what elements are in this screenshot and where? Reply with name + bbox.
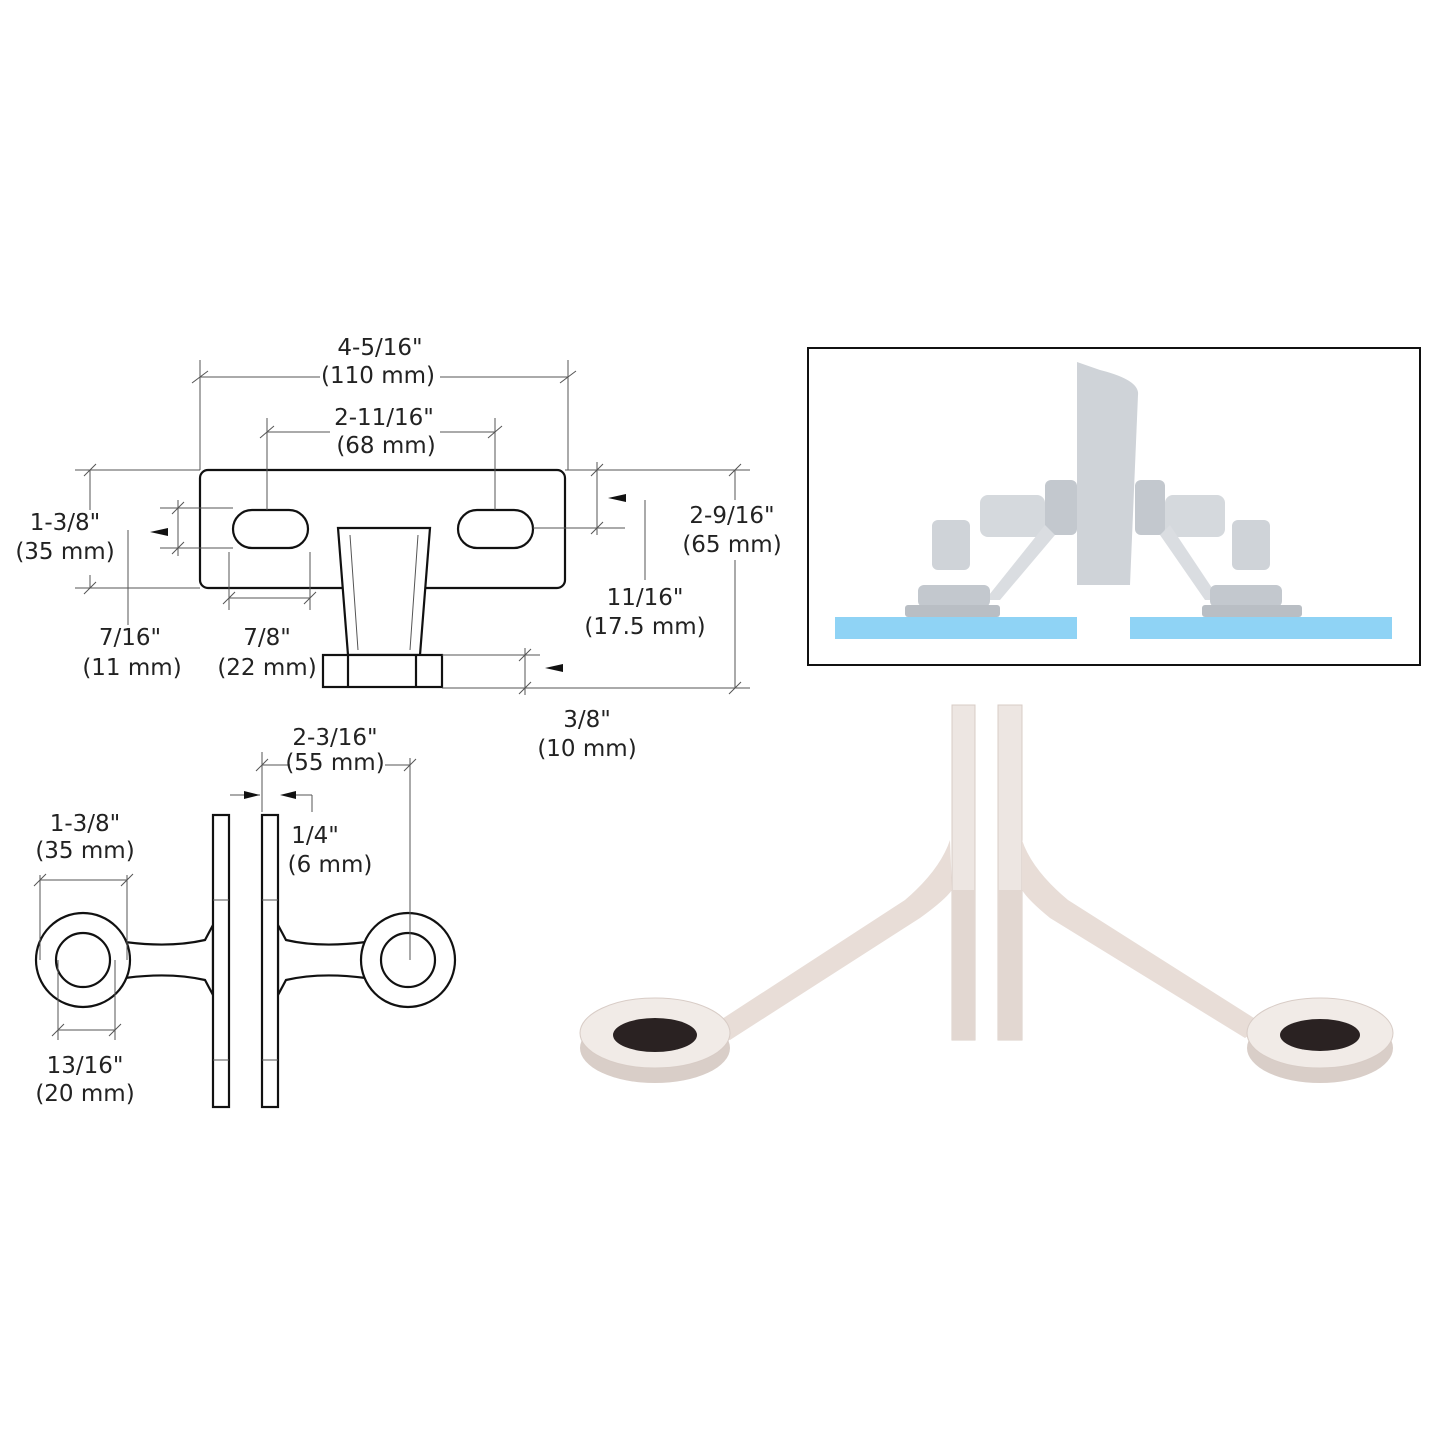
base [321, 653, 444, 689]
glass-gap-mm: (6 mm) [288, 852, 373, 878]
base-height-in: 3/8" [563, 707, 611, 733]
center-to-glass-in: 2-3/16" [292, 725, 377, 751]
left-ring-hole [613, 1018, 697, 1052]
overall-height-mm: (65 mm) [682, 532, 781, 558]
stem [336, 526, 432, 657]
ring-diameter-in: 1-3/8" [50, 811, 121, 837]
installation-render [807, 347, 1421, 666]
ring-diameter-mm: (35 mm) [35, 838, 134, 864]
slot-width-mm: (22 mm) [217, 655, 316, 681]
center-to-glass-mm: (55 mm) [285, 750, 384, 776]
slot-width-in: 7/8" [243, 625, 291, 651]
overall-height-in: 2-9/16" [689, 503, 774, 529]
overall-width-mm: (110 mm) [321, 363, 435, 389]
slot-height-in: 7/16" [99, 625, 161, 651]
plate-height-in: 1-3/8" [30, 510, 101, 536]
right-glass-panel [1130, 617, 1392, 639]
top-view-drawing [198, 468, 567, 689]
left-glass-panel [835, 617, 1077, 639]
hole-diameter-mm: (20 mm) [35, 1081, 134, 1107]
plate-height-mm: (35 mm) [15, 539, 114, 565]
right-ring-hole [1280, 1019, 1360, 1051]
left-slot [231, 508, 310, 550]
slot-offset-mm: (17.5 mm) [584, 614, 705, 640]
base-height-mm: (10 mm) [537, 736, 636, 762]
glass-gap-in: 1/4" [291, 823, 339, 849]
top-view-dimensions: 4-5/16" (110 mm) 2-11/16" (68 mm) 1-3/8"… [15, 335, 781, 762]
center-fin [1077, 362, 1139, 585]
slot-spacing-in: 2-11/16" [334, 405, 434, 431]
side-view-dimensions: 2-3/16" (55 mm) 1/4" (6 mm) 1-3/8" (35 m… [33, 725, 417, 1107]
right-slot [456, 508, 535, 550]
product-photo [579, 704, 1394, 1083]
slot-spacing-mm: (68 mm) [336, 433, 435, 459]
side-view-drawing [34, 813, 457, 1109]
slot-height-mm: (11 mm) [82, 655, 181, 681]
slot-offset-in: 11/16" [607, 585, 684, 611]
overall-width-in: 4-5/16" [337, 335, 422, 361]
hole-diameter-in: 13/16" [47, 1053, 124, 1079]
